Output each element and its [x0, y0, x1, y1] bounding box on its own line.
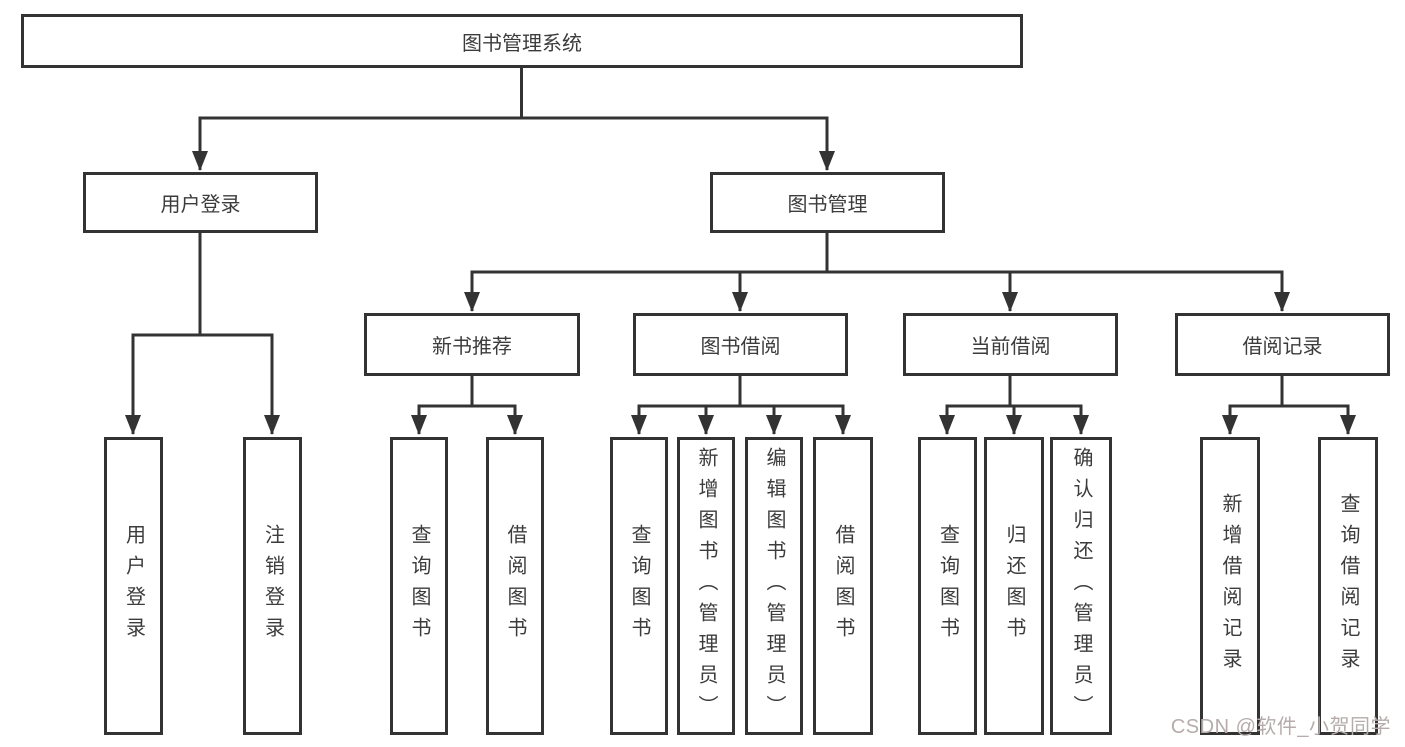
leaf-borrow-query-book: 查询图书 — [610, 437, 668, 735]
leaf-borrow-book-label: 借阅图书 — [832, 524, 854, 648]
leaf-add-book-admin: 新增图书（管理员） — [677, 437, 735, 735]
leaf-rec-query-book-label: 查询图书 — [408, 524, 430, 648]
leaf-edit-book-admin: 编辑图书（管理员） — [745, 437, 803, 735]
leaf-add-borrow-record-label: 新增借阅记录 — [1219, 493, 1241, 679]
connector-new-book-rec-children — [411, 376, 523, 435]
leaf-borrow-query-book-label: 查询图书 — [628, 524, 650, 648]
leaf-borrow-book: 借阅图书 — [813, 437, 873, 735]
leaf-confirm-return-admin-label: 确认归还（管理员） — [1070, 446, 1092, 726]
leaf-rec-borrow-book-label: 借阅图书 — [504, 524, 526, 648]
node-book-borrow: 图书借阅 — [633, 313, 848, 376]
leaf-add-book-admin-label: 新增图书（管理员） — [695, 446, 717, 726]
node-root: 图书管理系统 — [21, 14, 1023, 68]
connector-current-borrow-children — [939, 376, 1089, 435]
leaf-logout: 注销登录 — [243, 437, 302, 735]
node-book-mgmt-label: 图书管理 — [787, 194, 868, 216]
node-current-borrow: 当前借阅 — [903, 313, 1118, 376]
node-root-label: 图书管理系统 — [462, 32, 582, 55]
node-user-login: 用户登录 — [83, 172, 318, 233]
node-borrow-record-label: 借阅记录 — [1242, 336, 1323, 358]
leaf-confirm-return-admin: 确认归还（管理员） — [1050, 437, 1112, 735]
node-user-login-label: 用户登录 — [160, 194, 241, 216]
leaf-return-book-label: 归还图书 — [1003, 524, 1025, 648]
leaf-query-borrow-record: 查询借阅记录 — [1318, 437, 1378, 735]
node-new-book-rec: 新书推荐 — [364, 313, 580, 376]
leaf-query-borrow-record-label: 查询借阅记录 — [1337, 493, 1359, 679]
connector-book-mgmt-children — [464, 233, 1290, 312]
leaf-add-borrow-record: 新增借阅记录 — [1200, 437, 1260, 735]
connector-root-to-level2 — [192, 68, 835, 171]
leaf-logout-label: 注销登录 — [261, 524, 284, 648]
node-borrow-record: 借阅记录 — [1175, 313, 1390, 376]
connector-borrow-record-children — [1222, 376, 1356, 435]
leaf-current-query-book: 查询图书 — [918, 437, 977, 735]
leaf-rec-query-book: 查询图书 — [390, 437, 448, 735]
leaf-return-book: 归还图书 — [984, 437, 1044, 735]
leaf-user-login-label: 用户登录 — [122, 524, 145, 648]
node-book-mgmt: 图书管理 — [710, 172, 945, 233]
node-current-borrow-label: 当前借阅 — [970, 336, 1051, 358]
node-book-borrow-label: 图书借阅 — [700, 336, 781, 358]
connector-user-login-children — [125, 233, 280, 435]
csdn-watermark: CSDN @软件_小贺同学 — [1170, 716, 1391, 738]
connector-book-borrow-children — [631, 376, 851, 435]
leaf-current-query-book-label: 查询图书 — [936, 524, 959, 648]
leaf-user-login: 用户登录 — [104, 437, 163, 735]
leaf-edit-book-admin-label: 编辑图书（管理员） — [763, 446, 785, 726]
leaf-rec-borrow-book: 借阅图书 — [486, 437, 544, 735]
node-new-book-rec-label: 新书推荐 — [432, 336, 512, 358]
